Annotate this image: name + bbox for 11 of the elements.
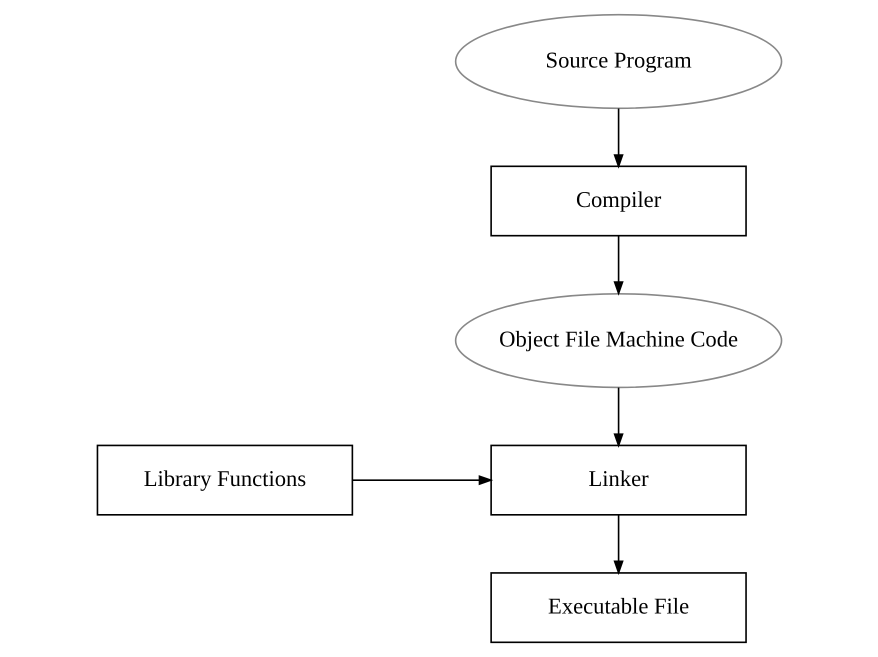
node-box: Library Functions bbox=[96, 444, 353, 516]
node-box: Linker bbox=[490, 444, 746, 516]
node-box: Executable File bbox=[490, 572, 746, 644]
arrow bbox=[613, 108, 624, 169]
node-ellipse: Source Program bbox=[454, 14, 782, 110]
arrow bbox=[613, 236, 624, 296]
arrow bbox=[613, 388, 624, 448]
node-box: Compiler bbox=[490, 166, 746, 237]
node-ellipse: Object File Machine Code bbox=[454, 293, 782, 388]
arrow bbox=[352, 475, 493, 486]
arrow bbox=[613, 515, 624, 576]
